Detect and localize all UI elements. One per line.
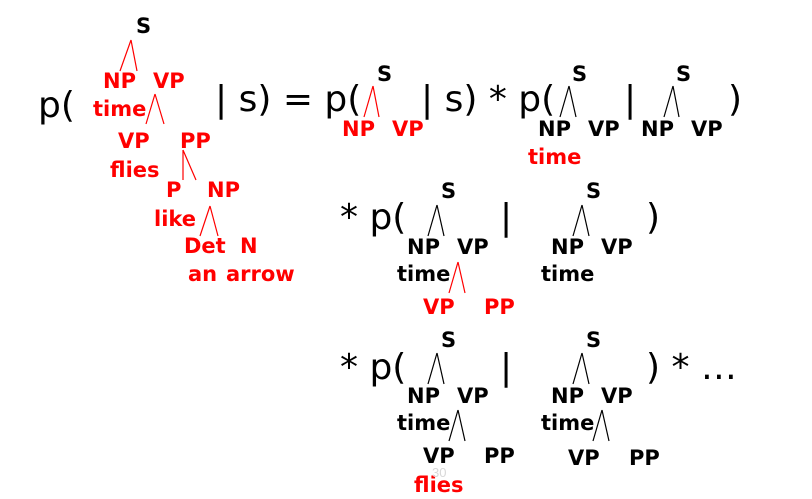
branch-term3-den-s bbox=[572, 204, 590, 237]
term2-close: ) bbox=[728, 79, 743, 120]
full-tree-branches bbox=[119, 39, 219, 237]
term3-den-np: NP bbox=[551, 235, 584, 259]
branch-pp bbox=[182, 149, 197, 181]
term3-num-np: NP bbox=[407, 235, 440, 259]
term4-num-root: S bbox=[441, 328, 457, 352]
full-tree-np: NP bbox=[103, 69, 136, 93]
term4-den-vp2: VP bbox=[568, 446, 600, 470]
term2-den-vp: VP bbox=[691, 117, 723, 141]
term4-num-vp: VP bbox=[457, 384, 489, 408]
term3-num-root: S bbox=[441, 179, 457, 203]
full-tree-n: N bbox=[240, 234, 258, 258]
term2-den-np: NP bbox=[641, 117, 674, 141]
slide-number: 30 bbox=[432, 465, 447, 480]
branch-term3-num-s bbox=[427, 204, 445, 237]
branch-term4-num-vp bbox=[448, 409, 466, 442]
lhs-open: p( bbox=[38, 85, 75, 126]
term1-np: NP bbox=[342, 117, 375, 141]
full-tree-vp: VP bbox=[153, 69, 185, 93]
row2-open: * p( bbox=[340, 197, 407, 238]
term3-num-time: time bbox=[397, 262, 451, 286]
term4-num-vp2: VP bbox=[423, 444, 455, 468]
branch-term1-s bbox=[363, 85, 380, 118]
term1-given: | s) * p( bbox=[421, 79, 556, 120]
term4-den-root: S bbox=[586, 328, 602, 352]
full-tree-root: S bbox=[136, 14, 152, 38]
term2-num-root: S bbox=[572, 62, 588, 86]
row2-close: ) bbox=[646, 197, 661, 238]
red-expansion-branches bbox=[448, 261, 466, 294]
branch-term3-num-vp bbox=[448, 261, 466, 294]
branch-s bbox=[119, 39, 138, 72]
full-tree-vp2: VP bbox=[118, 129, 150, 153]
term4-den-np: NP bbox=[551, 384, 584, 408]
term2-bar: | bbox=[624, 79, 637, 120]
term4-num-pp: PP bbox=[484, 444, 515, 468]
term1-branches bbox=[363, 85, 380, 118]
term1-root: S bbox=[377, 62, 393, 86]
term2-num-np: NP bbox=[538, 117, 571, 141]
full-tree-like: like bbox=[154, 207, 197, 231]
branch-vp bbox=[145, 93, 165, 125]
term2-num-time: time bbox=[528, 145, 582, 169]
term3-den-root: S bbox=[586, 179, 602, 203]
row3-open: * p( bbox=[340, 347, 407, 388]
term4-den-pp: PP bbox=[629, 446, 660, 470]
full-tree-flies: flies bbox=[110, 158, 160, 182]
branch-term2-num-s bbox=[559, 85, 577, 118]
branch-term4-den-s bbox=[572, 352, 590, 385]
term4-num-flies: flies bbox=[414, 473, 464, 497]
full-tree-time: time bbox=[93, 97, 147, 121]
branch-term4-num-s bbox=[427, 352, 445, 385]
black-tree-branches bbox=[427, 85, 680, 442]
row2-bar: | bbox=[500, 197, 513, 238]
term1-vp: VP bbox=[392, 117, 424, 141]
full-tree-p: P bbox=[166, 178, 182, 202]
term3-num-pp: PP bbox=[484, 295, 515, 319]
full-tree-pp: PP bbox=[180, 129, 211, 153]
full-tree-an: an bbox=[188, 262, 218, 286]
term3-den-time: time bbox=[541, 262, 595, 286]
term3-num-vp2: VP bbox=[423, 295, 455, 319]
full-tree-det: Det bbox=[184, 234, 226, 258]
branch-np2 bbox=[199, 205, 219, 237]
row3-close: ) * … bbox=[646, 347, 737, 388]
term3-num-vp: VP bbox=[457, 235, 489, 259]
branch-term2-den-s bbox=[663, 85, 680, 118]
full-tree-np2: NP bbox=[207, 178, 240, 202]
row3-bar: | bbox=[500, 347, 513, 388]
full-tree-arrow: arrow bbox=[226, 262, 295, 286]
term2-num-vp: VP bbox=[588, 117, 620, 141]
term4-num-time: time bbox=[397, 411, 451, 435]
term4-den-time: time bbox=[541, 411, 595, 435]
term3-den-vp: VP bbox=[601, 235, 633, 259]
term4-den-vp: VP bbox=[601, 384, 633, 408]
term2-den-root: S bbox=[676, 62, 692, 86]
lhs-given: | s) = p( bbox=[215, 79, 362, 120]
term4-num-np: NP bbox=[407, 384, 440, 408]
branch-term4-den-vp bbox=[592, 409, 610, 442]
